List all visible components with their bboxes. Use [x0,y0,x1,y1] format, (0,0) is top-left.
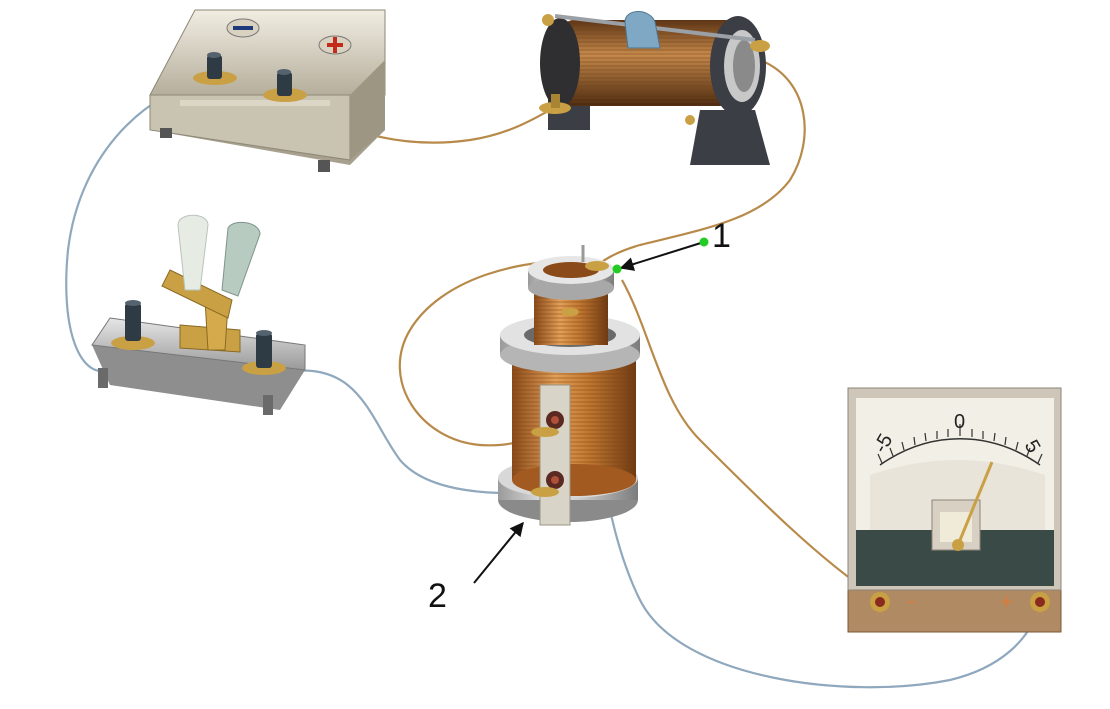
callout-2-label: 2 [428,577,447,615]
meter-needle-icon [956,461,994,546]
callout-1-marker-end [612,264,622,274]
knife-switch [91,214,306,415]
wire-coil-top-loop [398,259,601,447]
meter-scale-label-zero: 0 [954,411,965,433]
callout-1: 1 [612,217,731,274]
battery-terminal-right [263,69,307,102]
battery-terminal-left [193,52,237,85]
coil-terminal-upper [531,411,564,437]
coil-terminal-lower [531,471,564,497]
switch-terminal-right [242,330,286,375]
switch-terminal-left [111,300,155,350]
callout-1-marker-start [699,237,709,247]
meter-terminal-minus [870,592,890,612]
meter-plus-label: + [1000,589,1013,614]
callout-1-label: 1 [712,217,731,255]
meter-terminal-plus [1030,592,1050,612]
meter-minus-label: − [906,592,917,612]
induction-coils [498,245,640,526]
rheostat-slider-icon [624,11,661,49]
callout-2-arrow [473,521,524,584]
rheostat [539,11,770,165]
wire-switch-to-coil [284,369,549,495]
meter-scale-ticks [877,424,1043,464]
callout-1-arrow [619,241,705,271]
switch-handle-icon [177,214,261,297]
callout-2: 2 [428,521,524,615]
wire-coil-to-meter-minus [621,279,876,597]
battery-plus-icon [327,37,343,53]
wire-rheostat-to-coil-top [594,58,806,269]
galvanometer: -5 0 5 − + [847,387,1062,633]
battery-minus-icon [233,26,253,30]
power-source-box [149,9,386,172]
